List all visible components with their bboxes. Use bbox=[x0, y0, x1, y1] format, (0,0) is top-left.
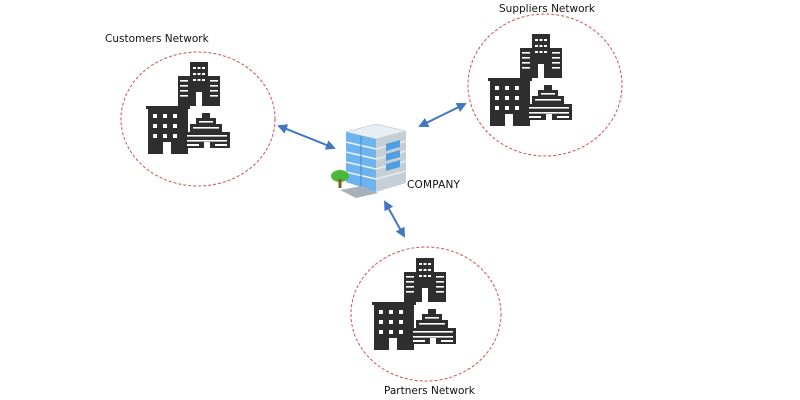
partners-network-circle bbox=[350, 246, 502, 382]
partners-buildings-icon bbox=[372, 258, 456, 350]
suppliers-buildings-icon bbox=[488, 34, 572, 126]
customers-buildings-icon bbox=[146, 62, 230, 154]
suppliers-network-label: Suppliers Network bbox=[499, 3, 595, 15]
arrow-company-suppliers bbox=[418, 103, 467, 127]
company-label: COMPANY bbox=[407, 179, 461, 191]
suppliers-network-circle bbox=[467, 13, 623, 157]
arrow-company-partners bbox=[384, 200, 405, 238]
arrow-company-customers bbox=[277, 124, 336, 150]
customers-network-circle bbox=[120, 51, 276, 187]
company-building-icon bbox=[331, 123, 407, 198]
partners-network-label: Partners Network bbox=[384, 385, 475, 397]
customers-network-label: Customers Network bbox=[105, 33, 209, 45]
